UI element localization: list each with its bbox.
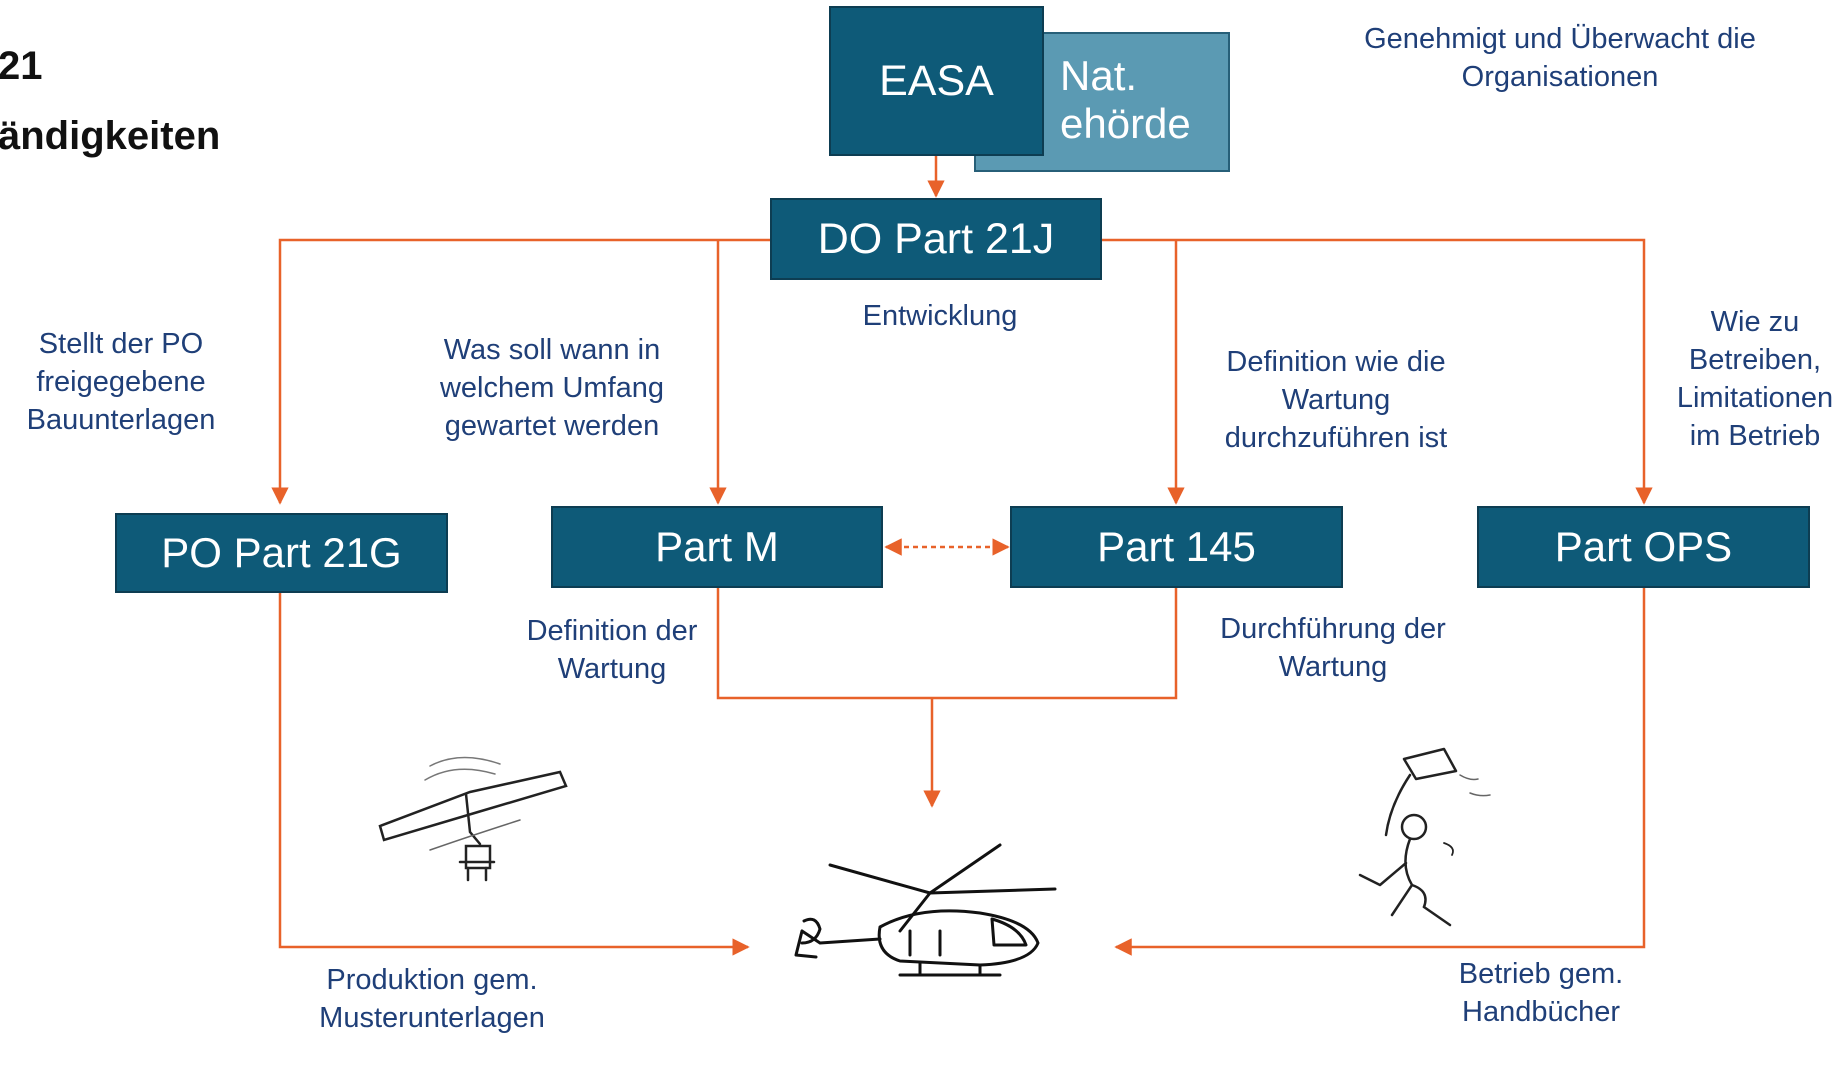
- rotor-sketch-icon: [378, 756, 568, 882]
- helicopter-sketch-icon: [794, 843, 1057, 977]
- part-145-role-label: Durchführung der Wartung: [1220, 613, 1446, 683]
- part-ops-box: Part OPS: [1477, 506, 1810, 588]
- maintenance-merge-line: [716, 588, 1178, 700]
- arrow-po-to-heli: [278, 593, 750, 956]
- production-label: Produktion gem. Musterunterlagen: [319, 964, 545, 1034]
- part-145-label: Part 145: [1097, 523, 1256, 570]
- operations-label: Betrieb gem. Handbücher: [1458, 958, 1624, 1028]
- part-m-label: Part M: [655, 523, 779, 570]
- do-part21j-label: DO Part 21J: [817, 214, 1055, 263]
- po-part21g-label: PO Part 21G: [161, 529, 402, 576]
- nat-line-2: ehörde: [1060, 100, 1191, 147]
- part-145-box: Part 145: [1010, 506, 1343, 588]
- maintenance-definition-label: Definition wie die Wartung durchzuführen…: [1224, 346, 1448, 454]
- part-m-box: Part M: [551, 506, 883, 588]
- ops-scope-label: Wie zu Betreiben, Limitationen im Betrie…: [1676, 306, 1834, 452]
- title-line-2: ändigkeiten: [0, 114, 221, 158]
- nat-line-1: Nat.: [1060, 52, 1138, 99]
- arrow-do-to-po: [271, 238, 770, 505]
- entwicklung-label: Entwicklung: [862, 300, 1018, 332]
- po-part21g-box: PO Part 21G: [115, 513, 448, 593]
- part-m-scope-label: Was soll wann in welchem Umfang gewartet…: [439, 334, 665, 442]
- arrow-do-to-ops: [1102, 238, 1653, 505]
- figure-sketch-icon: [1358, 747, 1491, 927]
- title-line-1: 21: [0, 44, 43, 88]
- part-m-role-label: Definition der Wartung: [526, 615, 698, 685]
- do-part21j-box: DO Part 21J: [770, 198, 1102, 280]
- po-deliverables-label: Stellt der PO freigegebene Bauunterlagen: [26, 328, 216, 436]
- part-ops-label: Part OPS: [1554, 523, 1733, 570]
- authority-role-label: Genehmigt und Überwacht die Organisation…: [1364, 23, 1756, 93]
- easa-label: EASA: [879, 56, 994, 105]
- nat-behoerde-label: Nat. ehörde: [1060, 52, 1191, 148]
- arrow-ops-to-heli: [1114, 588, 1646, 956]
- easa-box: EASA: [829, 6, 1044, 156]
